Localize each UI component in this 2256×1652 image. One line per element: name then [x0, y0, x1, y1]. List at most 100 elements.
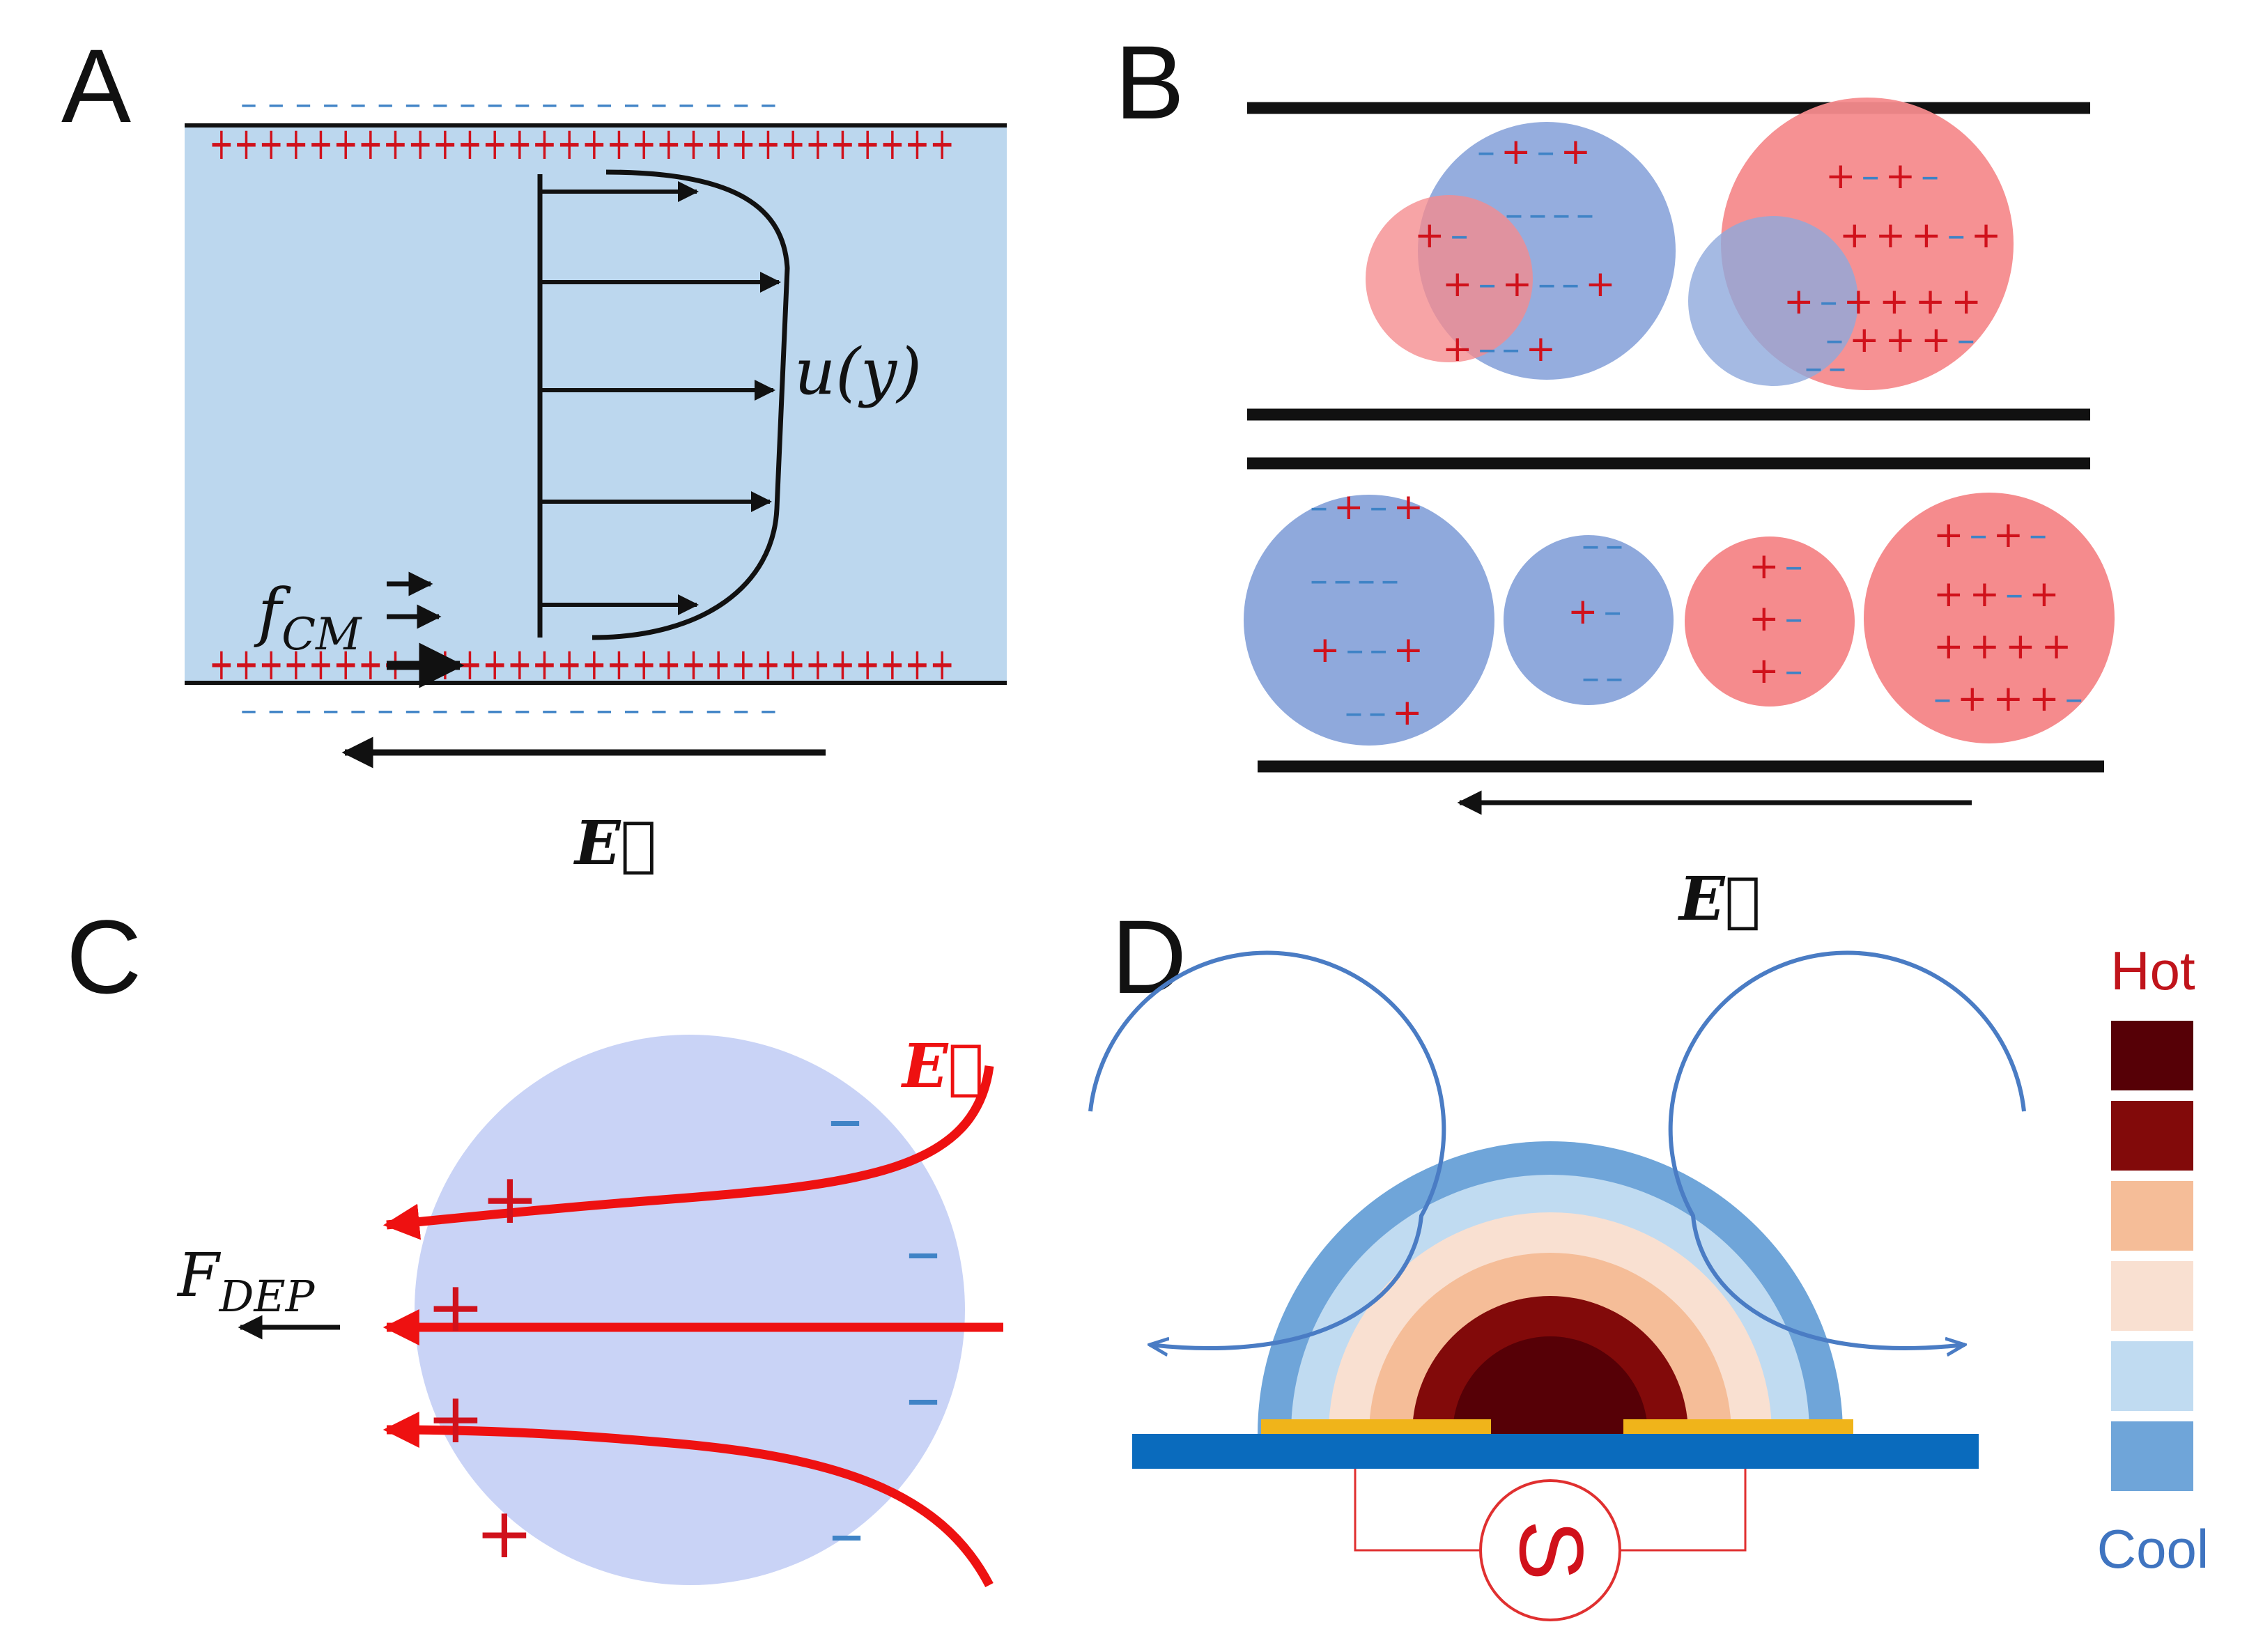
- minus-charge: –: [906, 1357, 941, 1438]
- plus-charge: +: [1393, 486, 1424, 528]
- plus-charge: +: [1784, 281, 1814, 323]
- plus-charge: +: [1393, 629, 1424, 671]
- minus-charge: –: [1921, 155, 1939, 197]
- plus-charge: +: [2005, 626, 2036, 667]
- minus-charge: –: [1502, 328, 1520, 370]
- plus-charge: +: [1957, 678, 1988, 720]
- minus-charge: –: [1370, 629, 1388, 671]
- minus-charge: –: [1552, 194, 1570, 236]
- charge-row: +–+––+: [1442, 263, 1616, 305]
- plus-charge: +: [1414, 215, 1445, 256]
- panel-b-letter: B: [1115, 24, 1184, 141]
- minus-charge: –: [1785, 546, 1803, 587]
- minus-charge: –: [1947, 215, 1965, 256]
- minus-charge: –: [828, 1078, 863, 1159]
- ac-source-symbol: S: [1501, 1520, 1602, 1581]
- plus-charge: +: [1879, 281, 1910, 323]
- charge-row: +–: [1414, 215, 1469, 256]
- plus-charge: +: [2041, 626, 2072, 667]
- panel-a-letter: A: [61, 27, 131, 144]
- plus-charge: +: [1392, 692, 1423, 734]
- minus-charge: –: [1357, 559, 1375, 601]
- plus-charge: +: [1885, 319, 1916, 361]
- heat-layer-hot: [1453, 1336, 1648, 1435]
- charge-row: ––+: [1345, 692, 1423, 734]
- plus-charge: +: [1442, 328, 1473, 370]
- plus-charge: +: [1502, 263, 1533, 305]
- minus-charge: –: [1334, 559, 1352, 601]
- charge-row: ––: [1582, 657, 1623, 699]
- plus-charge: +: [1911, 215, 1942, 256]
- ac-source: [1479, 1479, 1621, 1621]
- minus-charge: –: [1828, 347, 1846, 389]
- droplet-blue-2: [1504, 535, 1674, 705]
- legend-swatch: [2111, 1341, 2193, 1411]
- minus-charge: –: [1576, 194, 1594, 236]
- minus-charge: –: [1478, 263, 1497, 305]
- minus-charge: –: [1785, 650, 1803, 692]
- charge-row: ++++: [1933, 626, 2071, 667]
- legend-swatch: [2111, 1261, 2193, 1331]
- charge-row: ––––: [1505, 194, 1594, 236]
- plus-charge: +: [1951, 281, 1981, 323]
- plus-row-top: ++++++++++++++++++++++++++++++: [209, 118, 955, 170]
- plus-charge: +: [1310, 629, 1341, 671]
- velocity-arrows: [540, 181, 781, 615]
- minus-charge: –: [1381, 559, 1399, 601]
- plus-charge: +: [2029, 573, 2060, 615]
- minus-charge: –: [1370, 486, 1388, 528]
- charge-row: –+++–: [1933, 678, 2083, 720]
- legend-swatch: [2111, 1421, 2193, 1491]
- fdep-label: FDEP: [176, 1241, 316, 1322]
- field-label-c: E⃗: [900, 1031, 984, 1102]
- panel-c: C + + + + – – – – E⃗ FDEP: [66, 898, 1003, 1587]
- minus-charge: –: [1537, 131, 1555, 173]
- legend-cool-label: Cool: [2097, 1518, 2209, 1580]
- heat-layers: [1258, 1141, 1843, 1435]
- plus-charge: +: [1334, 486, 1364, 528]
- field-line-upper: [383, 1065, 994, 1240]
- field-label-b: E⃗: [1677, 864, 1761, 934]
- fcm-label: fCM: [254, 575, 362, 661]
- plus-charge: +: [1442, 263, 1473, 305]
- plus-charge: +: [1915, 281, 1946, 323]
- plus-charge: +: [1971, 215, 2002, 256]
- panel-c-letter: C: [66, 898, 141, 1015]
- legend-hot-label: Hot: [2110, 940, 2195, 1001]
- plus-row-bottom: ++++++++++++++++++++++++++++++: [209, 639, 955, 690]
- plus-charge: +: [1849, 319, 1880, 361]
- sphere-c: [415, 1035, 965, 1585]
- fcm-label-sub: CM: [281, 609, 362, 661]
- droplet-red-small: [1366, 195, 1533, 362]
- minus-charge: –: [1478, 328, 1497, 370]
- minus-charge: –: [1538, 263, 1556, 305]
- minus-charge: –: [1477, 131, 1495, 173]
- charge-row: +–++++: [1784, 281, 1981, 323]
- minus-charge: –: [1346, 629, 1364, 671]
- plus-charge: +: [1876, 215, 1906, 256]
- plus-charge: +: [1970, 573, 2000, 615]
- legend-scale: [2111, 1021, 2193, 1491]
- minus-charge: –: [1310, 559, 1328, 601]
- electrode-right: [1623, 1419, 1853, 1435]
- fcm-arrows: [387, 571, 465, 688]
- minus-row-bottom: – – – – – – – – – – – – – – – – – – – –: [240, 690, 777, 729]
- electrode-left: [1261, 1419, 1491, 1435]
- substrate: [1132, 1434, 1979, 1469]
- charge-row: +–: [1568, 591, 1622, 633]
- plus-charge: +: [1844, 281, 1874, 323]
- minus-charge: –: [1582, 525, 1600, 566]
- minus-charge: –: [1605, 525, 1623, 566]
- droplet-red-2: [1864, 493, 2115, 743]
- droplet-red-1: [1685, 536, 1855, 707]
- minus-row-top: – – – – – – – – – – – – – – – – – – – –: [240, 84, 777, 123]
- droplet-blue-1: [1244, 495, 1494, 746]
- convection-loop-right: [1668, 950, 2026, 1348]
- droplet-blue-small: [1688, 216, 1858, 386]
- plus-charge: +: [1568, 591, 1598, 633]
- plus-charge: +: [475, 1492, 534, 1574]
- plus-charge: +: [1561, 131, 1591, 173]
- charge-row: +–: [1749, 650, 1803, 692]
- field-label-a: E⃗: [573, 808, 656, 879]
- charge-row: +––+: [1442, 328, 1556, 370]
